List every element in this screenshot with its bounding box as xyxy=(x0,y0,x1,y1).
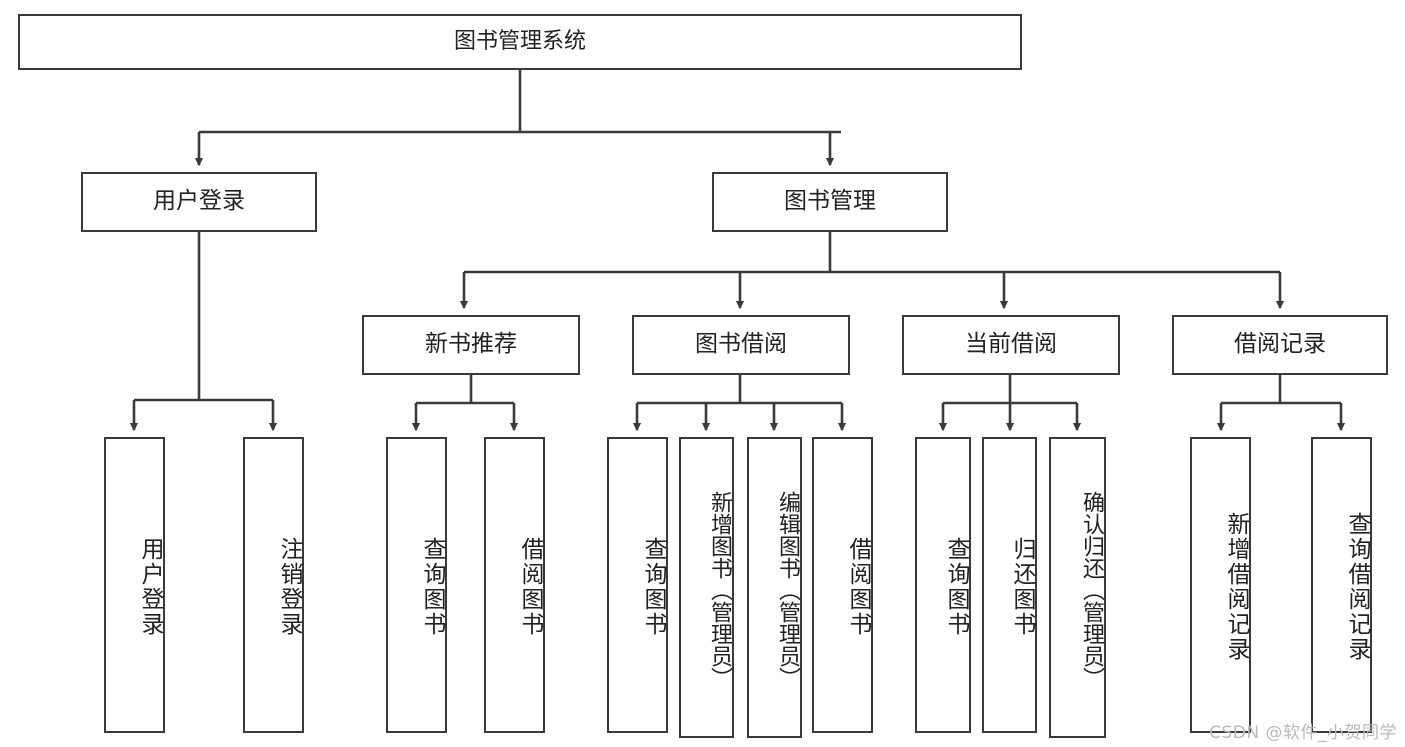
node-book-borrow[interactable]: 图书借阅 xyxy=(632,315,850,375)
node-new-book-recommend-label: 新书推荐 xyxy=(425,331,517,358)
node-leaf-confirm-return-label: 确认归还（管理员） xyxy=(1079,490,1104,689)
node-leaf-query-record[interactable]: 查询借阅记录 xyxy=(1311,437,1372,733)
node-leaf-logout-label: 注销登录 xyxy=(276,537,302,637)
node-leaf-borrow-book-2[interactable]: 借阅图书 xyxy=(812,437,873,733)
node-leaf-query-book-3[interactable]: 查询图书 xyxy=(915,437,971,733)
node-leaf-borrow-book-2-label: 借阅图书 xyxy=(845,537,871,637)
node-current-borrow[interactable]: 当前借阅 xyxy=(902,315,1120,375)
node-leaf-edit-book[interactable]: 编辑图书（管理员） xyxy=(747,437,802,738)
node-leaf-add-record-label: 新增借阅记录 xyxy=(1223,512,1249,662)
node-new-book-recommend[interactable]: 新书推荐 xyxy=(362,315,580,375)
node-leaf-query-book-1[interactable]: 查询图书 xyxy=(386,437,447,733)
node-leaf-edit-book-label: 编辑图书（管理员） xyxy=(775,490,800,689)
node-leaf-query-book-1-label: 查询图书 xyxy=(419,537,445,637)
node-leaf-user-login-label: 用户登录 xyxy=(137,537,163,637)
node-leaf-query-record-label: 查询借阅记录 xyxy=(1344,512,1370,662)
node-book-management[interactable]: 图书管理 xyxy=(712,172,948,232)
node-leaf-return-book[interactable]: 归还图书 xyxy=(982,437,1037,733)
node-leaf-add-book[interactable]: 新增图书（管理员） xyxy=(679,437,734,738)
node-leaf-add-book-label: 新增图书（管理员） xyxy=(707,490,732,689)
csdn-watermark: CSDN @软件_小贺同学 xyxy=(1209,723,1397,743)
node-leaf-query-book-3-label: 查询图书 xyxy=(943,537,969,637)
node-root-label: 图书管理系统 xyxy=(453,29,586,55)
node-user-login[interactable]: 用户登录 xyxy=(81,172,317,232)
node-leaf-query-book-2[interactable]: 查询图书 xyxy=(607,437,668,733)
node-borrow-record-label: 借阅记录 xyxy=(1234,331,1326,358)
node-borrow-record[interactable]: 借阅记录 xyxy=(1172,315,1388,375)
node-leaf-confirm-return[interactable]: 确认归还（管理员） xyxy=(1049,437,1106,738)
node-leaf-return-book-label: 归还图书 xyxy=(1009,537,1035,637)
node-user-login-label: 用户登录 xyxy=(153,188,245,215)
node-book-borrow-label: 图书借阅 xyxy=(695,331,787,358)
node-leaf-user-login[interactable]: 用户登录 xyxy=(104,437,165,733)
node-leaf-add-record[interactable]: 新增借阅记录 xyxy=(1190,437,1251,733)
node-leaf-query-book-2-label: 查询图书 xyxy=(640,537,666,637)
node-root[interactable]: 图书管理系统 xyxy=(18,14,1022,70)
node-leaf-borrow-book-1[interactable]: 借阅图书 xyxy=(484,437,545,733)
node-book-management-label: 图书管理 xyxy=(784,188,876,215)
node-current-borrow-label: 当前借阅 xyxy=(965,331,1057,358)
node-leaf-logout[interactable]: 注销登录 xyxy=(243,437,304,733)
node-leaf-borrow-book-1-label: 借阅图书 xyxy=(517,537,543,637)
